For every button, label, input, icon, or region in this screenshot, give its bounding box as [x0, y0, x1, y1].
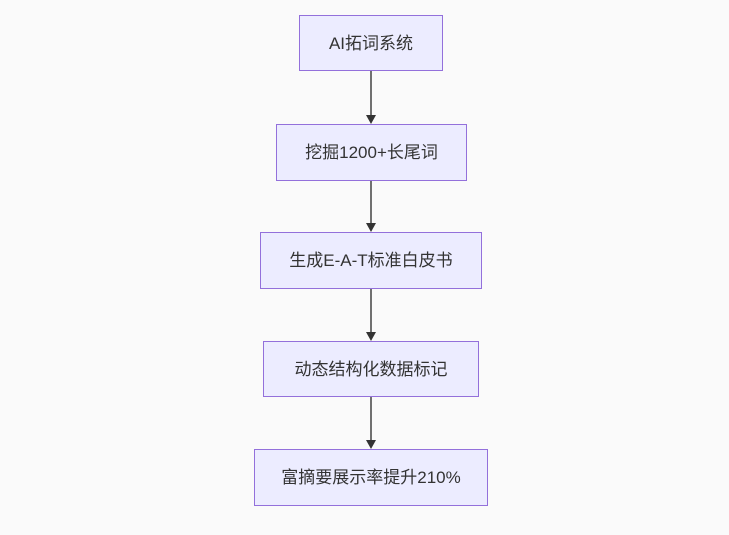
- flow-node-structured-data-markup: 动态结构化数据标记: [263, 341, 479, 397]
- flow-node-label: 生成E-A-T标准白皮书: [289, 251, 453, 270]
- flow-node-longtail-mining: 挖掘1200+长尾词: [276, 124, 467, 181]
- arrow-down-icon: [364, 289, 378, 341]
- flow-node-label: 挖掘1200+长尾词: [305, 143, 438, 162]
- arrow-down-icon: [364, 181, 378, 232]
- flow-node-eat-whitepaper: 生成E-A-T标准白皮书: [260, 232, 482, 289]
- arrow-down-icon: [364, 71, 378, 124]
- flow-node-ai-word-expansion: AI拓词系统: [299, 15, 443, 71]
- flow-node-rich-snippet-result: 富摘要展示率提升210%: [254, 449, 488, 506]
- flow-node-label: 富摘要展示率提升210%: [281, 468, 461, 487]
- flow-node-label: AI拓词系统: [328, 33, 414, 53]
- arrow-down-icon: [364, 397, 378, 449]
- flow-node-label: 动态结构化数据标记: [294, 359, 448, 379]
